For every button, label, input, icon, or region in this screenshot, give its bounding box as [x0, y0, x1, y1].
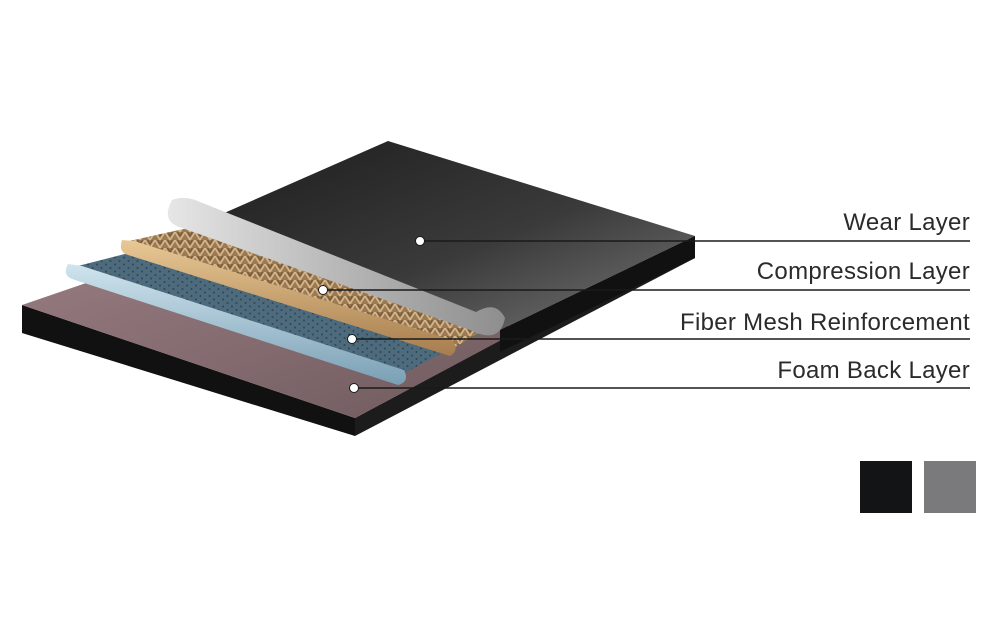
fiber-mesh-roll: [65, 264, 406, 385]
callout-dots: [318, 236, 425, 393]
color-swatch-grey[interactable]: [924, 461, 976, 513]
callout-dot-compression: [318, 285, 328, 295]
label-fiber-mesh-reinforcement: Fiber Mesh Reinforcement: [680, 309, 970, 336]
wear-layer-edge: [500, 236, 695, 352]
label-foam-back-layer: Foam Back Layer: [777, 357, 970, 384]
wear-layer-curl: [167, 197, 505, 336]
label-wear-layer: Wear Layer: [843, 209, 970, 236]
callout-dot-fiber: [347, 334, 357, 344]
callouts: [323, 240, 970, 389]
label-compression-layer: Compression Layer: [756, 258, 970, 285]
callout-dot-foam: [349, 383, 359, 393]
wear-layer: [222, 141, 695, 330]
compression-layer: [125, 212, 505, 350]
callout-dot-wear: [415, 236, 425, 246]
color-swatch-black[interactable]: [860, 461, 912, 513]
compression-roll: [120, 240, 456, 356]
